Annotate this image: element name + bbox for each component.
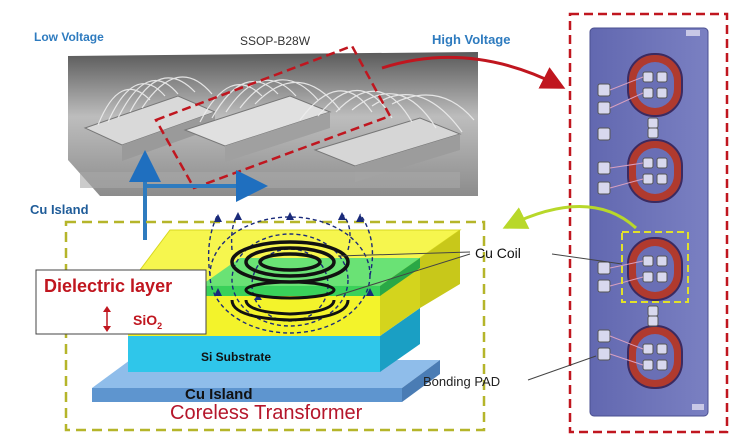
sio2-subscript: 2 [157, 320, 163, 331]
cu-coil-pointers [335, 251, 623, 297]
cu-coil-label: Cu Coil [475, 245, 521, 261]
si-substrate-label: Si Substrate [201, 350, 272, 364]
cu-island-top-label: Cu Island [30, 202, 89, 217]
si-substrate-slab [128, 308, 420, 372]
die-coil-2 [627, 139, 683, 203]
sem-bond-wires [97, 76, 475, 133]
low-voltage-label: Low Voltage [34, 30, 104, 44]
high-voltage-label: High Voltage [432, 32, 511, 47]
sem-photo [68, 44, 478, 240]
sem-highlight-box [154, 44, 392, 190]
sio2-label: SiO2 [133, 312, 162, 331]
die-photo [568, 12, 729, 434]
bonding-pad-label: Bonding PAD [423, 374, 501, 389]
die-coil-1 [627, 53, 683, 117]
coreless-transformer-label: Coreless Transformer [170, 402, 363, 424]
sio2-main-text: SiO [133, 312, 158, 328]
die-highlight-box [621, 231, 689, 303]
bonding-pad-pointer [527, 355, 597, 381]
die-coil-4 [627, 325, 683, 389]
dielectric-callout [35, 269, 207, 335]
dielectric-layer-label: Dielectric layer [44, 276, 173, 296]
field-arrows [214, 212, 374, 300]
dielectric-slab [127, 229, 462, 336]
zoom-arrow-red [381, 55, 566, 89]
package-label: SSOP-B28W [240, 34, 311, 48]
cu-island-bottom-label: Cu Island [185, 386, 253, 403]
lower-coil [230, 280, 350, 322]
zoom-arrow-green [502, 205, 638, 230]
transformer-box [64, 220, 486, 432]
die-traces [609, 76, 644, 366]
die-coil-3 [627, 237, 683, 301]
